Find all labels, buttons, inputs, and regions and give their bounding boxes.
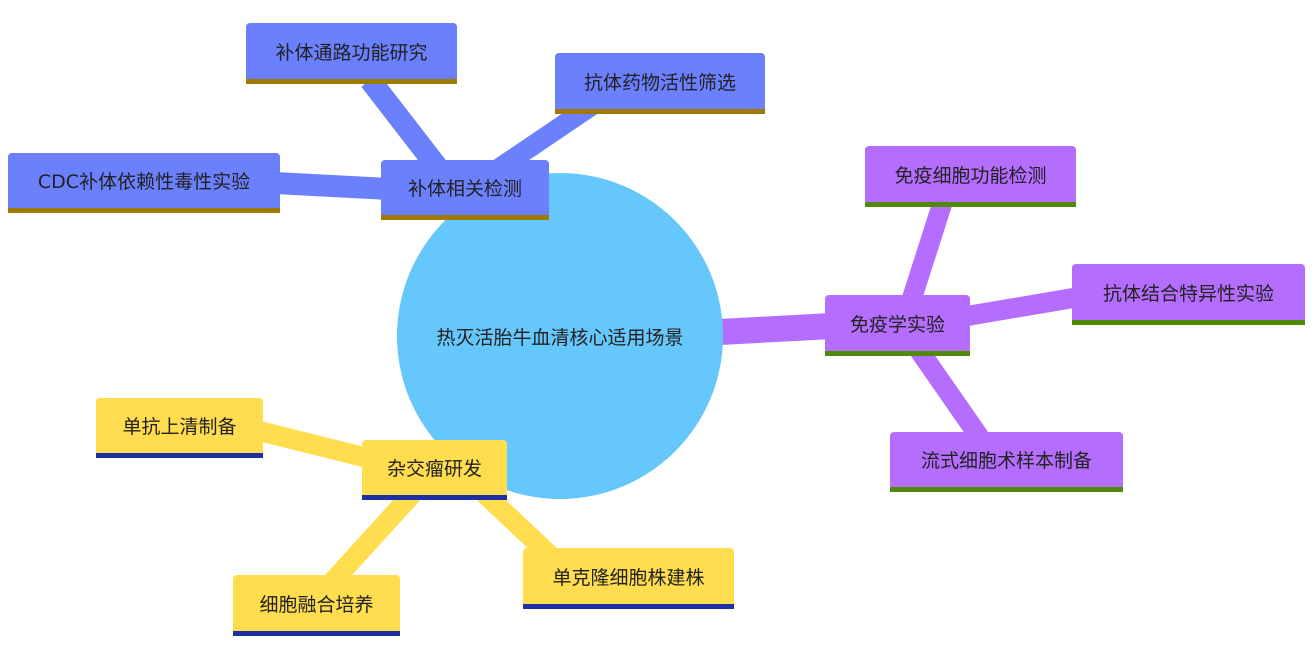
leaf-node-cdc-assay[interactable]: CDC补体依赖性毒性实验 [8, 153, 280, 213]
leaf-node-mab-supernatant-prep[interactable]: 单抗上清制备 [96, 398, 263, 458]
leaf-node-antibody-drug-activity-screening[interactable]: 抗体药物活性筛选 [555, 53, 765, 114]
branch-node-immunology-experiments[interactable]: 免疫学实验 [825, 295, 970, 356]
leaf-node-flow-cytometry-sample-prep[interactable]: 流式细胞术样本制备 [890, 432, 1123, 492]
branch-node-label: 补体相关检测 [407, 178, 522, 200]
leaf-node-cell-fusion-culture[interactable]: 细胞融合培养 [233, 575, 400, 636]
root-node[interactable]: 热灭活胎牛血清核心适用场景 [397, 173, 723, 499]
leaf-node-label: 抗体药物活性筛选 [583, 71, 736, 94]
branch-node-hybridoma-development[interactable]: 杂交瘤研发 [362, 440, 507, 500]
leaf-node-label: 抗体结合特异性实验 [1102, 282, 1274, 305]
leaf-node-label: 细胞融合培养 [259, 593, 374, 616]
leaf-node-label: 单抗上清制备 [122, 416, 237, 438]
branch-node-label: 杂交瘤研发 [386, 458, 482, 480]
leaf-node-monoclonal-cell-line[interactable]: 单克隆细胞株建株 [523, 548, 734, 609]
branch-node-complement-assays[interactable]: 补体相关检测 [381, 160, 549, 220]
branch-node-label: 免疫学实验 [849, 313, 945, 336]
leaf-node-label: CDC补体依赖性毒性实验 [37, 171, 251, 193]
connector-complement-cdc [274, 172, 391, 200]
leaf-node-label: 免疫细胞功能检测 [894, 164, 1047, 187]
leaf-node-complement-pathway-research[interactable]: 补体通路功能研究 [246, 23, 457, 84]
leaf-node-label: 补体通路功能研究 [275, 41, 428, 64]
leaf-node-antibody-binding-specificity[interactable]: 抗体结合特异性实验 [1072, 264, 1305, 325]
leaf-node-immune-cell-function[interactable]: 免疫细胞功能检测 [865, 146, 1076, 207]
connector-root-immunology [719, 313, 833, 345]
leaf-node-label: 流式细胞术样本制备 [920, 450, 1092, 472]
root-node-label: 热灭活胎牛血清核心适用场景 [436, 326, 684, 349]
leaf-node-label: 单克隆细胞株建株 [552, 566, 705, 589]
